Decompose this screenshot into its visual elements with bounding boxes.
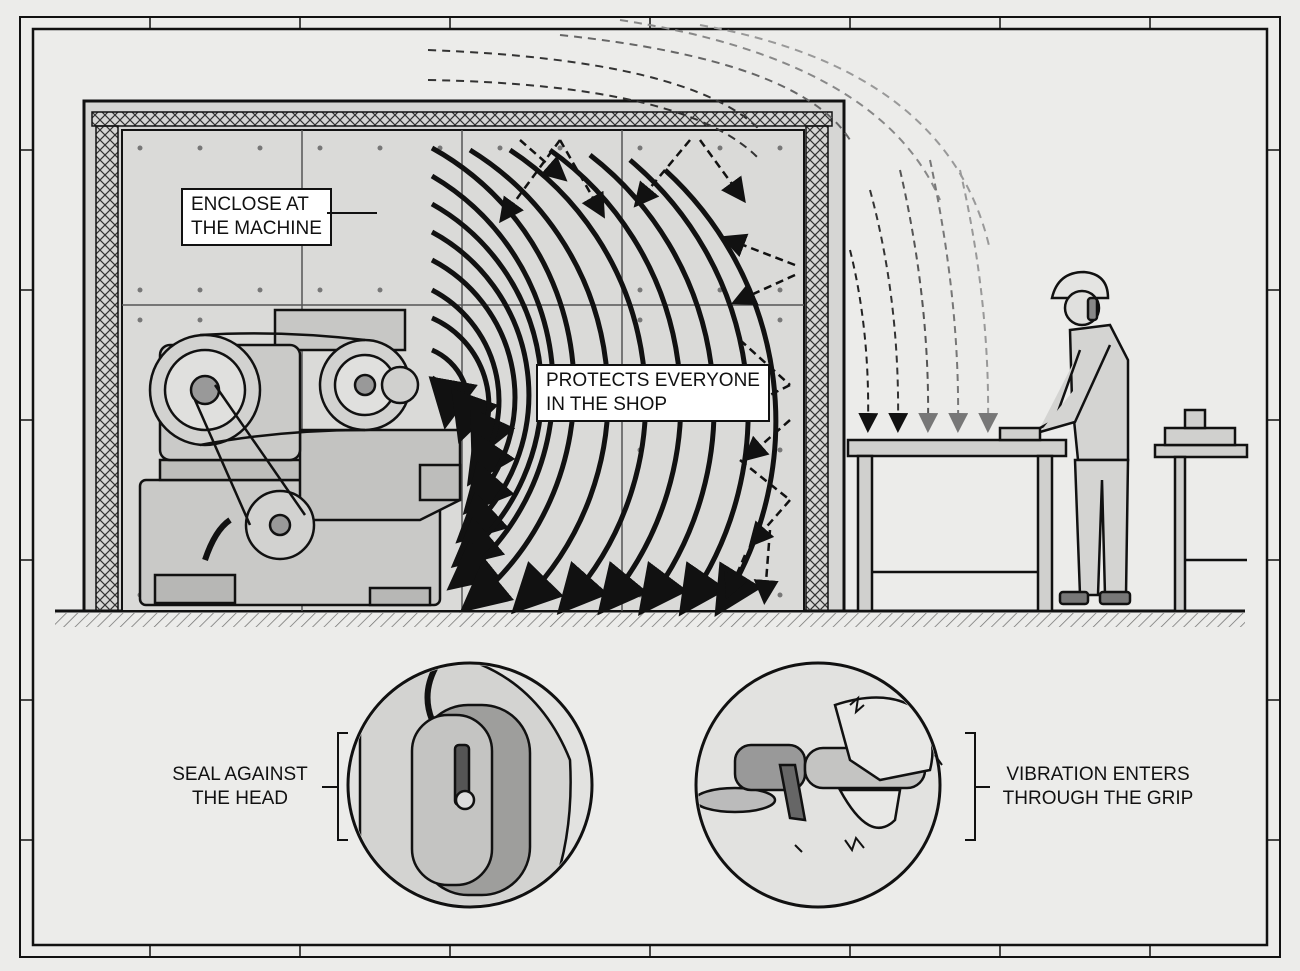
callout-line: THE MACHINE [191, 218, 322, 239]
callout-leader-line [327, 212, 377, 214]
escaping-sound-arcs [427, 19, 991, 251]
worker-with-earmuffs-icon [1039, 270, 1132, 606]
earmuff-icon [346, 661, 594, 909]
bench-with-vise [1153, 408, 1249, 613]
shop-floor [55, 609, 1245, 627]
angle-grinder-icon [694, 661, 943, 909]
workbench [846, 426, 1068, 613]
callout-line: THROUGH THE GRIP [1002, 788, 1194, 809]
callout-line: PROTECTS EVERYONE [546, 370, 760, 391]
blueprint-frame [19, 16, 1281, 958]
callout-protects-everyone: PROTECTS EVERYONE IN THE SHOP [536, 364, 770, 422]
sound-wave-arcs [428, 145, 779, 618]
callout-line: SEAL AGAINST [172, 764, 308, 785]
belt-drive-grinder-icon [138, 308, 462, 607]
callout-seal-against-head: SEAL AGAINST THE HEAD [160, 763, 320, 811]
callout-vibration-enters-grip: VIBRATION ENTERS THROUGH THE GRIP [993, 763, 1203, 811]
sound-onto-bench [849, 159, 999, 433]
reflected-sound-dashes [499, 139, 796, 605]
callout-line: VIBRATION ENTERS [1006, 764, 1190, 785]
callout-line: IN THE SHOP [546, 394, 668, 415]
callout-line: THE HEAD [191, 788, 289, 809]
callout-brackets [322, 732, 990, 841]
vibration-marks-icon [794, 695, 943, 853]
callout-line: ENCLOSE AT [191, 194, 309, 215]
callout-enclose-at-machine: ENCLOSE AT THE MACHINE [181, 188, 332, 246]
